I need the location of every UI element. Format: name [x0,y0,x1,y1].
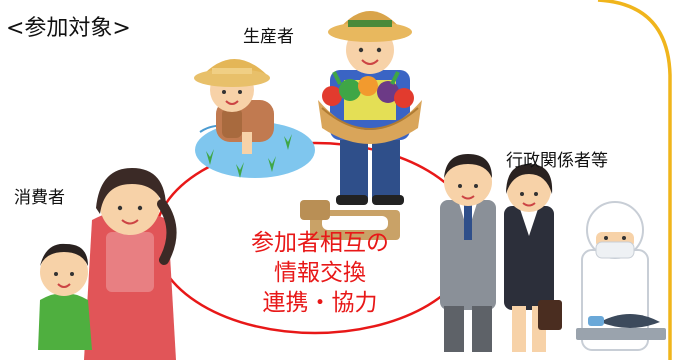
center-line-1: 参加者相互の [251,230,389,256]
center-message: 参加者相互の 情報交換 連携・協力 [200,228,440,318]
farmer-with-basket [300,11,422,240]
section-heading: <参加対象> [6,16,131,41]
center-line-2: 情報交換 [274,260,366,286]
officials-group [440,154,562,352]
producers-label: 生産者 [243,27,294,47]
admin-officials-label: 行政関係者等 [506,151,608,171]
consumers-label: 消費者 [14,188,65,208]
consumers-mother-child [38,168,177,360]
rice-planting-farmer [194,58,315,178]
center-line-3: 連携・協力 [262,290,378,316]
orange-frame-border [597,0,672,360]
food-worker [576,201,666,351]
